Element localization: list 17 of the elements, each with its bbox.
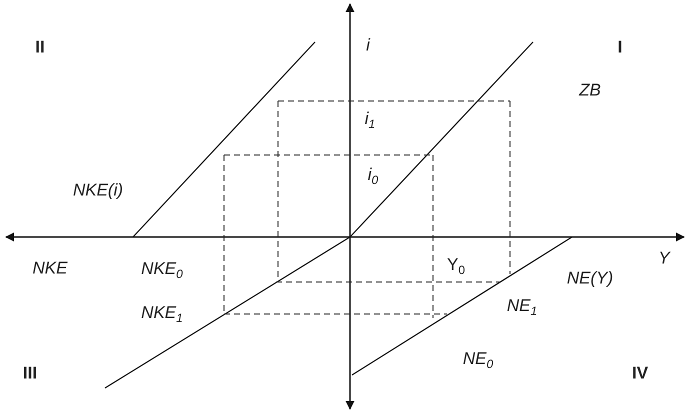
curve-label: NKE(i) — [72, 182, 124, 198]
quadrant-number: I — [618, 38, 622, 56]
curve-label: NKE — [32, 260, 68, 276]
curve-label: ZB — [579, 82, 601, 98]
quadrant-number: IV — [632, 364, 648, 382]
curve-label: i — [366, 36, 370, 54]
curve-label: NE$_{1}$ — [506, 296, 538, 318]
curve-label: Y — [658, 250, 670, 266]
quadrant-number: II — [35, 38, 45, 56]
quadrant-number: III — [22, 364, 38, 382]
value-label: Y$_{0}$ — [446, 256, 466, 276]
curve-label: NE(Y) — [566, 270, 614, 286]
curve-label: NE$_{0}$ — [462, 350, 494, 370]
curve-label: i$_{1}$ — [364, 110, 376, 130]
curve-label: i$_{0}$ — [368, 166, 378, 186]
curve-label: NKE$_{1}$ — [141, 304, 183, 324]
curve-label: NKE$_{0}$ — [141, 260, 183, 280]
